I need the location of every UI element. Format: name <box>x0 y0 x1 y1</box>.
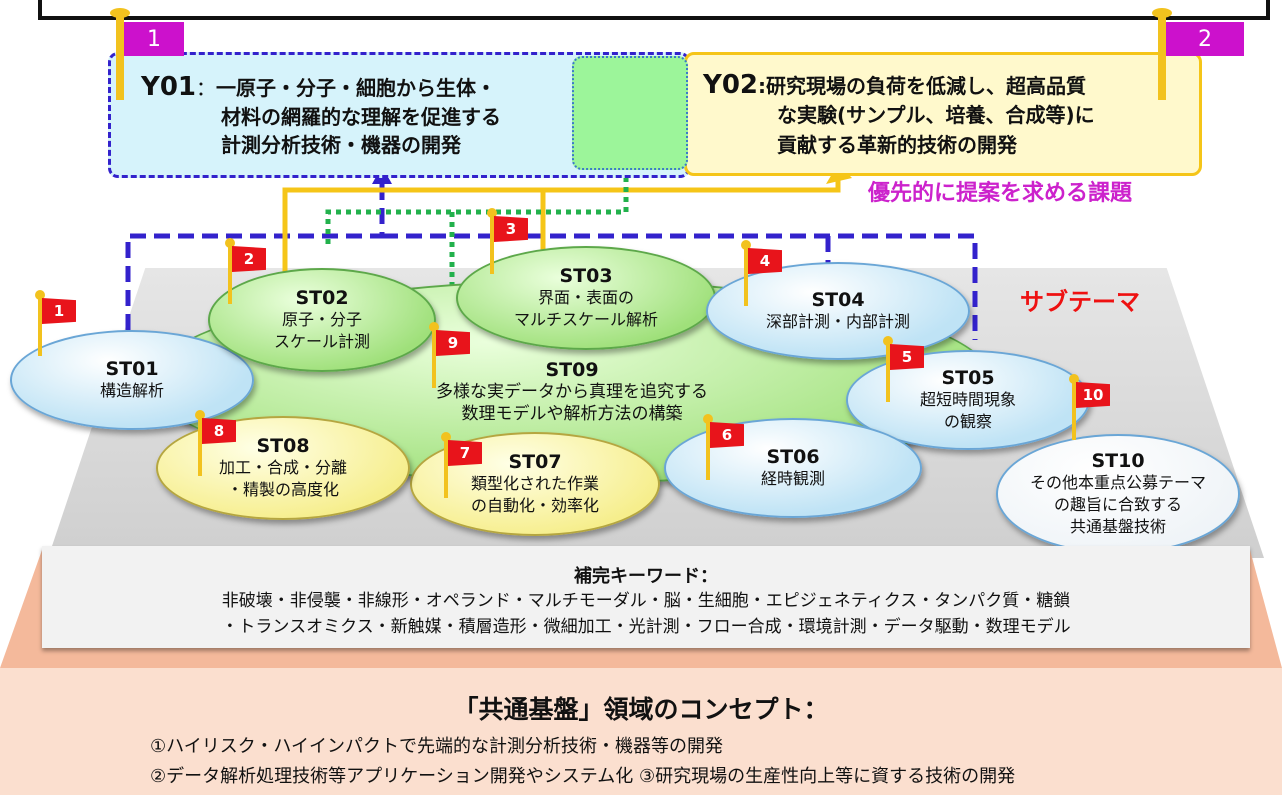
concept-panel: 「共通基盤」領域のコンセプト： ①ハイリスク・ハイインパクトで先端的な計測分析技… <box>0 668 1282 795</box>
subtheme-label: サブテーマ <box>1020 288 1140 316</box>
objective-y01-sep: ： <box>196 76 217 100</box>
flag-5-number: 5 <box>890 344 924 370</box>
flag-1-number: 1 <box>42 298 76 324</box>
subtheme-st10-line3: 共通基盤技術 <box>1069 517 1166 536</box>
subtheme-st07-line2: の自動化・効率化 <box>470 496 599 515</box>
subtheme-st08-line1: 加工・合成・分離 <box>218 458 347 477</box>
concept-item-2: ②データ解析処理技術等アプリケーション開発やシステム化 ③研究現場の生産性向上等… <box>150 766 1016 787</box>
subtheme-st06-line1: 経時観測 <box>760 469 825 488</box>
subtheme-st06-code: ST06 <box>766 446 820 468</box>
subtheme-st10-code: ST10 <box>1091 450 1145 472</box>
subtheme-st03-code: ST03 <box>559 265 613 287</box>
concept-title: 「共通基盤」領域のコンセプト： <box>453 695 829 724</box>
flag-5-icon: 5 <box>883 336 926 402</box>
flag-1-icon: 1 <box>35 290 78 356</box>
subtheme-st01-code: ST01 <box>105 358 159 380</box>
subtheme-st10-line2: の趣旨に合致する <box>1053 495 1182 514</box>
objective-y02-text: Y02:研究現場の負荷を低減し、超高品質 <box>703 71 1086 100</box>
keywords-title: 補完キーワード： <box>574 566 718 587</box>
subtheme-st03-line2: マルチスケール解析 <box>513 310 658 329</box>
keywords-line1: 非破壊・非侵襲・非線形・オペランド・マルチモーダル・脳・生細胞・エピジェネティク… <box>221 591 1071 611</box>
subtheme-st05-line1: 超短時間現象 <box>919 390 1016 409</box>
objective-y01-line1: 一原子・分子・細胞から生体・ <box>216 76 497 100</box>
flag-3-number: 3 <box>494 216 528 242</box>
flag-8-icon: 8 <box>195 410 238 476</box>
objective-y02-line2: な実験(サンプル、培養、合成等)に <box>777 103 1095 127</box>
keywords-panel: 補完キーワード： 非破壊・非侵襲・非線形・オペランド・マルチモーダル・脳・生細胞… <box>42 546 1250 648</box>
subtheme-st04-line1: 深部計測・内部計測 <box>765 312 910 331</box>
subtheme-st09-code: ST09 <box>545 359 599 381</box>
subtheme-st02-code: ST02 <box>295 287 349 309</box>
objective-y02-line1: 研究現場の負荷を低減し、超高品質 <box>766 74 1087 98</box>
subtheme-st02: ST02 原子・分子 スケール計測 <box>208 268 436 372</box>
subtheme-st04: ST04 深部計測・内部計測 <box>706 262 970 360</box>
flag-9-number: 9 <box>436 330 470 356</box>
objective-y02-box: Y02:研究現場の負荷を低減し、超高品質 な実験(サンプル、培養、合成等)に 貢… <box>684 52 1202 176</box>
subtheme-st02-line2: スケール計測 <box>273 332 370 351</box>
flag-7-icon: 7 <box>441 432 484 498</box>
flag-4-icon: 4 <box>741 240 784 306</box>
subtheme-st05-code: ST05 <box>941 367 995 389</box>
flag-7-number: 7 <box>448 440 482 466</box>
subtheme-st07-line1: 類型化された作業 <box>470 474 599 493</box>
subtheme-st08-line2: ・精製の高度化 <box>226 480 339 499</box>
top-bracket <box>38 0 1270 20</box>
keywords-line2: ・トランスオミクス・新触媒・積層造形・微細加工・光計測・フロー合成・環境計測・デ… <box>221 617 1071 637</box>
objective-y02-code: Y02 <box>703 70 759 100</box>
objective-overlap-area <box>572 56 688 170</box>
concept-item-1: ①ハイリスク・ハイインパクトで先端的な計測分析技術・機器等の開発 <box>150 736 724 757</box>
subtheme-st08-code: ST08 <box>256 435 310 457</box>
subtheme-st08: ST08 加工・合成・分離 ・精製の高度化 <box>156 416 410 520</box>
flag-6-icon: 6 <box>703 414 746 480</box>
subtheme-st02-line1: 原子・分子 <box>281 310 362 329</box>
flag-8-number: 8 <box>202 418 236 444</box>
subtheme-st07-code: ST07 <box>508 451 562 473</box>
subtheme-st10-line1: その他本重点公募テーマ <box>1029 473 1206 492</box>
subtheme-st01: ST01 構造解析 <box>10 330 254 430</box>
flag-10-number: 10 <box>1076 382 1110 408</box>
objective-y01-line3: 計測分析技術・機器の開発 <box>221 133 461 157</box>
flag-2-icon: 2 <box>225 238 268 304</box>
flag-3-icon: 3 <box>487 208 530 274</box>
objective-y01-line2: 材料の網羅的な理解を促進する <box>221 105 501 129</box>
flag-2-number: 2 <box>232 246 266 272</box>
objective-y01-code: Y01 <box>141 72 197 102</box>
subtheme-st04-code: ST04 <box>811 289 865 311</box>
flag-4-number: 4 <box>748 248 782 274</box>
subtheme-st03-line1: 界面・表面の <box>537 288 634 307</box>
objective-flag-2-number: 2 <box>1166 22 1244 56</box>
priority-label: 優先的に提案を求める課題 <box>868 181 1133 206</box>
subtheme-st09-line1: 多様な実データから真理を追究する <box>436 382 708 402</box>
flag-6-number: 6 <box>710 422 744 448</box>
subtheme-st06: ST06 経時観測 <box>664 418 922 518</box>
flag-10-icon: 10 <box>1069 374 1112 440</box>
flag-9-icon: 9 <box>429 322 472 388</box>
objective-flag-1-number: 1 <box>124 22 184 56</box>
subtheme-st05-line2: の観察 <box>943 412 992 431</box>
subtheme-st03: ST03 界面・表面の マルチスケール解析 <box>456 246 716 350</box>
subtheme-st09-line2: 数理モデルや解析方法の構築 <box>461 404 683 424</box>
subtheme-st01-line1: 構造解析 <box>99 381 164 400</box>
objective-y02-sep: : <box>758 74 767 98</box>
objective-y01-text: Y01：一原子・分子・細胞から生体・ <box>141 73 496 102</box>
subtheme-st10: ST10 その他本重点公募テーマ の趣旨に合致する 共通基盤技術 <box>996 434 1240 554</box>
objective-y02-line3: 貢献する革新的技術の開発 <box>777 133 1017 157</box>
